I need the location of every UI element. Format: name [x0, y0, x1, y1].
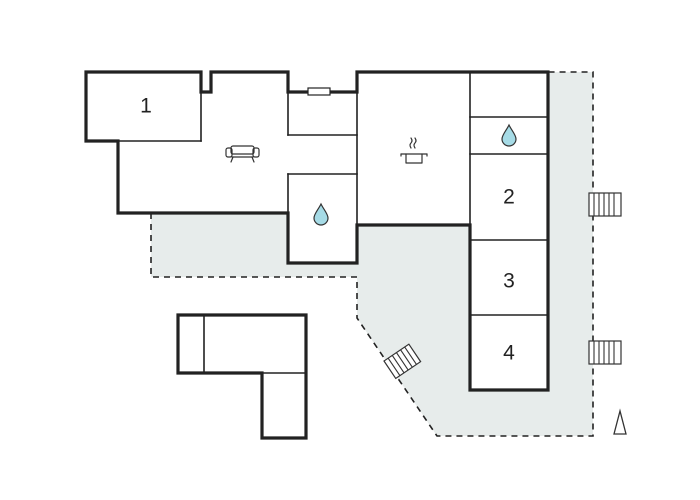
terrace-area-front: [150, 71, 594, 437]
outbuilding: [176, 313, 308, 440]
room-2-label: 2: [503, 186, 515, 209]
house-outer-wall: [84, 70, 550, 392]
main-house: 1 2 3 4: [84, 70, 550, 392]
stairs-icon: [383, 343, 422, 380]
sofa-icon: [225, 145, 260, 163]
outbuilding-wall: [176, 313, 308, 440]
room-4-label: 4: [503, 342, 515, 365]
window: [307, 87, 331, 96]
stairs-icon: [588, 192, 622, 217]
cooking-pot-icon: [400, 137, 428, 164]
terrace: [150, 71, 594, 437]
water-drop-icon: [313, 202, 329, 226]
stairs-icon: [588, 340, 622, 365]
water-drop-icon: [501, 123, 517, 147]
room-3-label: 3: [503, 270, 515, 293]
room-1-label: 1: [140, 95, 152, 118]
north-arrow-icon: [613, 408, 627, 435]
